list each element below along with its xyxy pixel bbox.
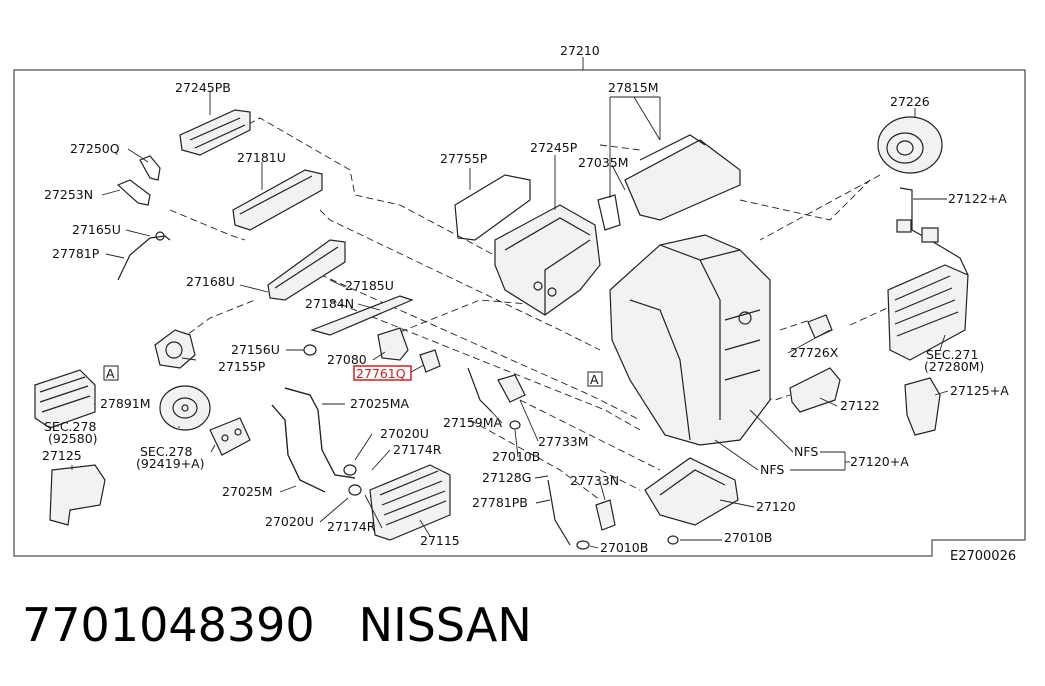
label-27120A: 27120+A bbox=[850, 454, 909, 469]
label-27184N: 27184N bbox=[305, 296, 354, 311]
label-27755P: 27755P bbox=[440, 151, 488, 166]
part-27185U bbox=[267, 239, 346, 301]
marker-a-left-text: A bbox=[106, 366, 115, 381]
label-27165U: 27165U bbox=[72, 222, 121, 237]
part-27120 bbox=[644, 457, 739, 545]
footer-part-number: 7701048390 bbox=[22, 598, 315, 652]
part-27020U-clamps bbox=[343, 464, 362, 496]
label-27891M: 27891M bbox=[100, 396, 151, 411]
label-27726X: 27726X bbox=[790, 345, 839, 360]
diagram-frame: 27210 E2700026 bbox=[13, 43, 1026, 564]
section-marker-a-right: A bbox=[587, 371, 603, 387]
part-27035M bbox=[597, 194, 621, 231]
part-27159MA bbox=[467, 367, 493, 413]
label-27733N: 27733N bbox=[570, 473, 619, 488]
label-nfs-b: NFS bbox=[760, 462, 784, 477]
part-27755P bbox=[454, 174, 531, 241]
part-sec278-motor bbox=[159, 385, 211, 431]
label-sec278-b: SEC.278 bbox=[140, 444, 192, 459]
label-27010B-a: 27010B bbox=[492, 449, 540, 464]
diagram-code: E2700026 bbox=[950, 549, 1016, 564]
footer: 7701048390 NISSAN bbox=[22, 598, 532, 652]
label-27226: 27226 bbox=[890, 94, 930, 109]
label-27020U-b: 27020U bbox=[265, 514, 314, 529]
label-sec278-a-sub: (92580) bbox=[48, 431, 98, 446]
part-27726X bbox=[807, 314, 833, 339]
part-labels: 27245PB 27250Q 27253N 27181U 27165U 2778… bbox=[42, 80, 1009, 555]
marker-a-right-text: A bbox=[590, 372, 599, 387]
label-27125: 27125 bbox=[42, 448, 82, 463]
label-27125A: 27125+A bbox=[950, 383, 1009, 398]
part-27733M bbox=[497, 374, 526, 430]
label-27115: 27115 bbox=[420, 533, 460, 548]
label-nfs-a: NFS bbox=[794, 444, 818, 459]
label-27128G: 27128G bbox=[482, 470, 531, 485]
part-27122 bbox=[789, 367, 841, 413]
label-27020U-a: 27020U bbox=[380, 426, 429, 441]
label-27120: 27120 bbox=[756, 499, 796, 514]
label-27080: 27080 bbox=[327, 352, 367, 367]
part-27761Q bbox=[419, 349, 441, 373]
label-sec271-sub: (27280M) bbox=[924, 359, 984, 374]
label-27815M: 27815M bbox=[608, 80, 659, 95]
label-27156U: 27156U bbox=[231, 342, 280, 357]
part-27080 bbox=[377, 327, 409, 361]
label-27253N: 27253N bbox=[44, 187, 93, 202]
label-27781PB: 27781PB bbox=[472, 495, 528, 510]
part-27781PB bbox=[547, 479, 616, 550]
label-27174R-a: 27174R bbox=[393, 442, 442, 457]
label-27781P: 27781P bbox=[52, 246, 100, 261]
label-27761Q-highlighted: 27761Q bbox=[356, 366, 406, 381]
leader-lines bbox=[71, 92, 949, 549]
label-27010B-b: 27010B bbox=[600, 540, 648, 555]
part-sec278-bracket bbox=[209, 417, 251, 456]
label-27733M: 27733M bbox=[538, 434, 589, 449]
highlight-box bbox=[353, 365, 412, 381]
part-27781P-rod bbox=[117, 231, 171, 281]
footer-brand: NISSAN bbox=[358, 598, 532, 652]
label-27174R-b: 27174R bbox=[327, 519, 376, 534]
label-27155P: 27155P bbox=[218, 359, 266, 374]
part-27125 bbox=[49, 464, 106, 526]
part-27245PB bbox=[179, 109, 251, 156]
part-27226 bbox=[877, 116, 943, 174]
label-27035M: 27035M bbox=[578, 155, 629, 170]
label-sec278-b-sub: (92419+A) bbox=[136, 456, 205, 471]
assembly-label: 27210 bbox=[560, 43, 600, 58]
label-27245P: 27245P bbox=[530, 140, 578, 155]
part-27891M bbox=[34, 369, 96, 429]
label-27025M: 27025M bbox=[222, 484, 273, 499]
label-27122A: 27122+A bbox=[948, 191, 1007, 206]
part-27115 bbox=[369, 464, 451, 541]
label-27010B-c: 27010B bbox=[724, 530, 772, 545]
part-27181U bbox=[232, 169, 323, 231]
label-27181U: 27181U bbox=[237, 150, 286, 165]
part-sec271-evaporator bbox=[887, 264, 969, 361]
part-27210-case bbox=[609, 234, 771, 446]
part-27122A bbox=[896, 187, 969, 276]
label-27168U: 27168U bbox=[186, 274, 235, 289]
part-27155P bbox=[154, 329, 196, 369]
label-27250Q: 27250Q bbox=[70, 141, 120, 156]
part-heater-hoses bbox=[271, 387, 356, 493]
label-sec271: SEC.271 bbox=[926, 347, 978, 362]
section-marker-a-left: A bbox=[103, 365, 119, 381]
part-27125A bbox=[904, 377, 941, 436]
part-27250Q bbox=[139, 155, 161, 181]
part-27253N bbox=[116, 179, 151, 206]
part-27245P bbox=[494, 204, 601, 316]
label-27025MA: 27025MA bbox=[350, 396, 410, 411]
label-27159MA: 27159MA bbox=[443, 415, 503, 430]
part-27815M bbox=[624, 134, 741, 221]
label-27245PB: 27245PB bbox=[175, 80, 231, 95]
part-27156U bbox=[303, 344, 317, 356]
label-27122: 27122 bbox=[840, 398, 880, 413]
label-27185U: 27185U bbox=[345, 278, 394, 293]
label-sec278-a: SEC.278 bbox=[44, 419, 96, 434]
